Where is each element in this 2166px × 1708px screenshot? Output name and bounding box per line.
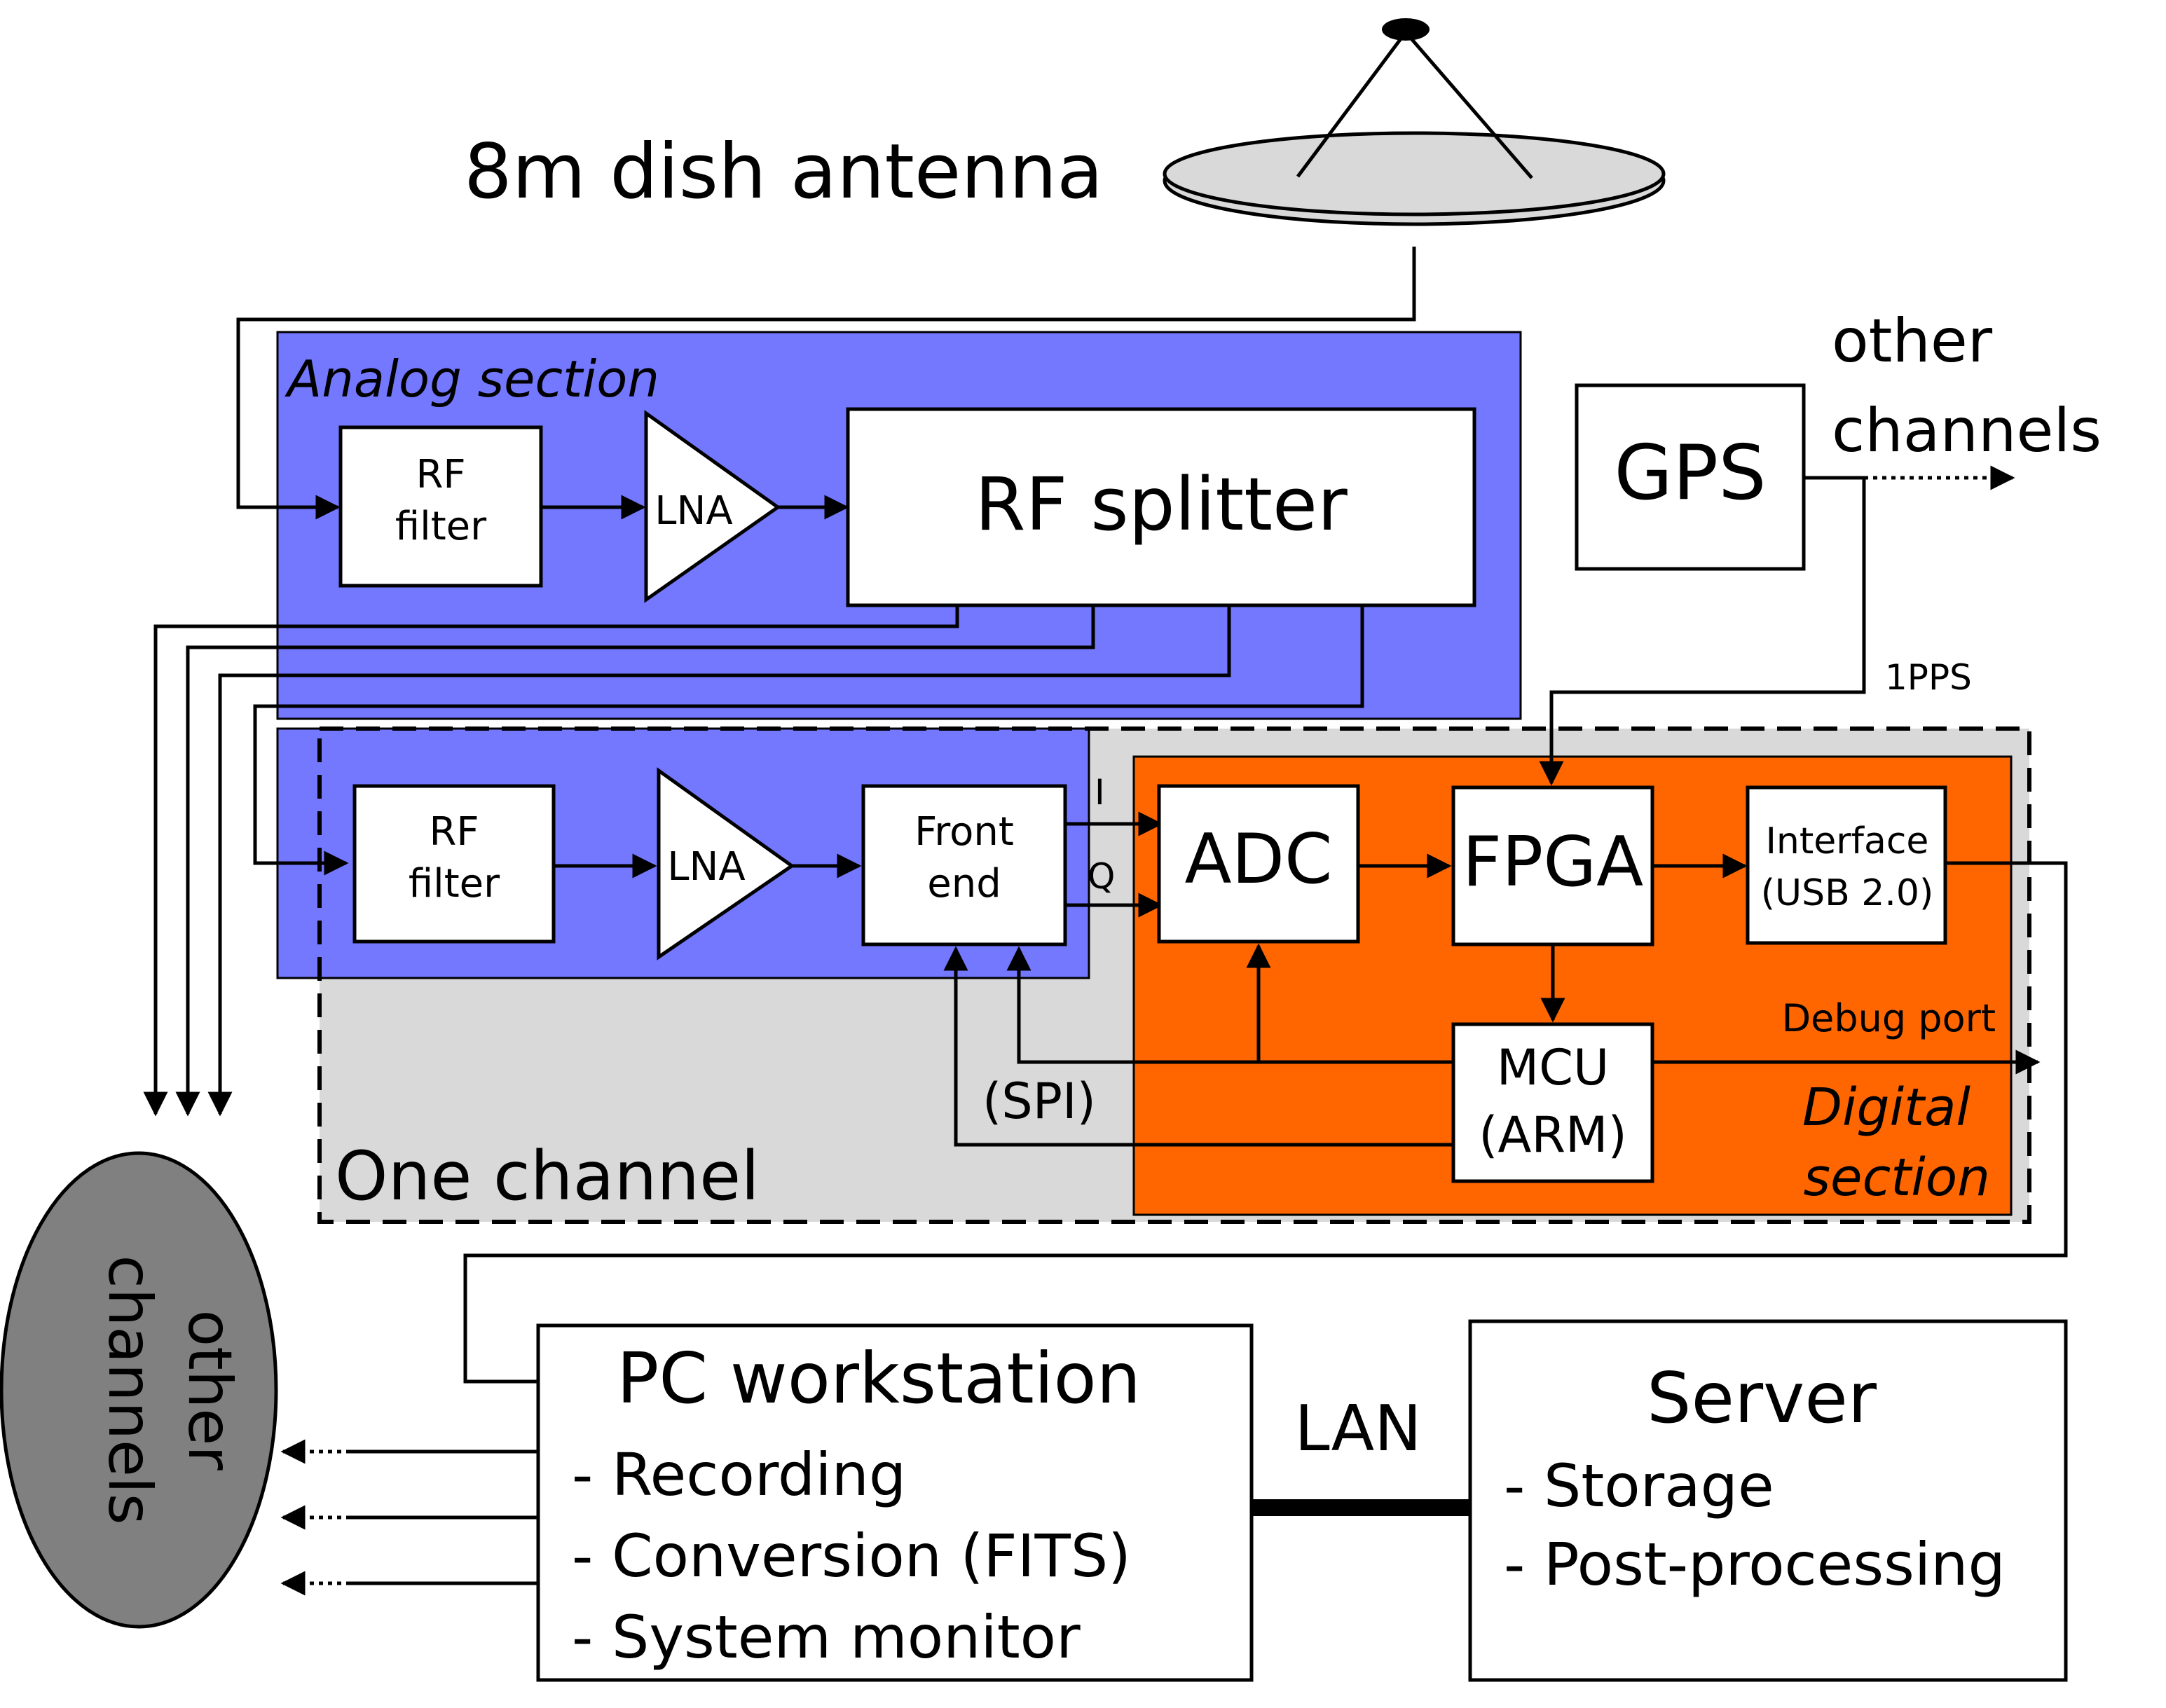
rf-splitter-label: RF splitter (975, 462, 1348, 547)
dish-antenna-icon (1163, 131, 1666, 216)
interface-box (1746, 785, 1947, 945)
server-item-storage: - Storage (1504, 1452, 1774, 1520)
splitter-output-1-wire (153, 605, 959, 1111)
pps-wire (1539, 478, 1866, 786)
adc-label: ADC (1185, 820, 1333, 900)
q-label: Q (1088, 856, 1115, 897)
pc-item-conversion: - Conversion (FITS) (572, 1522, 1131, 1590)
mcu-spi-to-frontend-wire (1006, 946, 1453, 1064)
adc-box (1157, 784, 1360, 944)
spi-label: (SPI) (982, 1073, 1096, 1130)
one-channel-border (317, 726, 2031, 1224)
pc-workstation-box (536, 1323, 1254, 1682)
dish-strut-right (1404, 31, 1533, 179)
splitter-output-3-wire (218, 605, 1231, 1111)
splitter-output-2-wire (186, 605, 1095, 1111)
front-end-label-2: end (927, 861, 1001, 907)
antenna-feed-wire (236, 247, 1416, 520)
digital-section-title-2: section (1803, 1148, 1990, 1208)
analog-lna-label: LNA (654, 488, 732, 534)
dish-strut-left (1296, 31, 1408, 178)
one-channel-title: One channel (335, 1137, 760, 1215)
rf-splitter-box (846, 407, 1476, 607)
mcu-label-2: (ARM) (1479, 1106, 1627, 1164)
fpga-box (1451, 785, 1654, 946)
fpga-label: FPGA (1462, 822, 1643, 902)
mcu-label-1: MCU (1497, 1039, 1610, 1096)
server-title: Server (1647, 1357, 1877, 1439)
mcu-box (1451, 1022, 1654, 1183)
digital-section-title-1: Digital (1802, 1077, 1970, 1138)
pc-item-system-monitor: - System monitor (572, 1603, 1081, 1672)
antenna-label: 8m dish antenna (464, 128, 1103, 216)
interface-label-1: Interface (1766, 820, 1929, 862)
analog-rf-filter-label-1: RF (416, 452, 465, 497)
server-item-post-processing: - Post-processing (1504, 1530, 2006, 1599)
other-channels-top-line2: channels (1832, 396, 2102, 466)
pc-item-recording: - Recording (572, 1440, 906, 1509)
mcu-control-to-frontend-wire (943, 946, 1453, 1147)
gps-label: GPS (1614, 429, 1766, 517)
pc-workstation-title: PC workstation (617, 1337, 1141, 1419)
channel-rf-filter-label-2: filter (409, 861, 500, 907)
other-channels-ellipse-line1: other (174, 1309, 245, 1471)
channel-rf-filter-box (352, 784, 556, 944)
feed-horn-icon (1382, 18, 1430, 41)
other-channels-ellipse (0, 1151, 278, 1629)
splitter-output-4-wire (253, 605, 1364, 876)
front-end-label-1: Front (914, 809, 1014, 855)
i-label: I (1095, 772, 1105, 813)
lan-label: LAN (1294, 1392, 1421, 1466)
interface-to-pc-wire (463, 861, 2068, 1384)
debug-port-label: Debug port (1782, 996, 1996, 1040)
analog-section-title: Analog section (285, 350, 659, 408)
analog-rf-filter-box (338, 425, 543, 588)
analog-lna-triangle (644, 410, 781, 603)
server-box (1468, 1319, 2068, 1682)
analog-rf-filter-label-2: filter (395, 504, 487, 549)
channel-rf-filter-label-1: RF (429, 809, 479, 855)
channel-lna-label: LNA (667, 844, 745, 890)
front-end-box (861, 784, 1067, 946)
interface-label-2: (USB 2.0) (1761, 872, 1934, 914)
pps-label: 1PPS (1885, 657, 1972, 698)
other-channels-ellipse-line2: channels (95, 1255, 165, 1524)
other-channels-top-line1: other (1832, 306, 1993, 376)
channel-lna-triangle (657, 767, 795, 960)
